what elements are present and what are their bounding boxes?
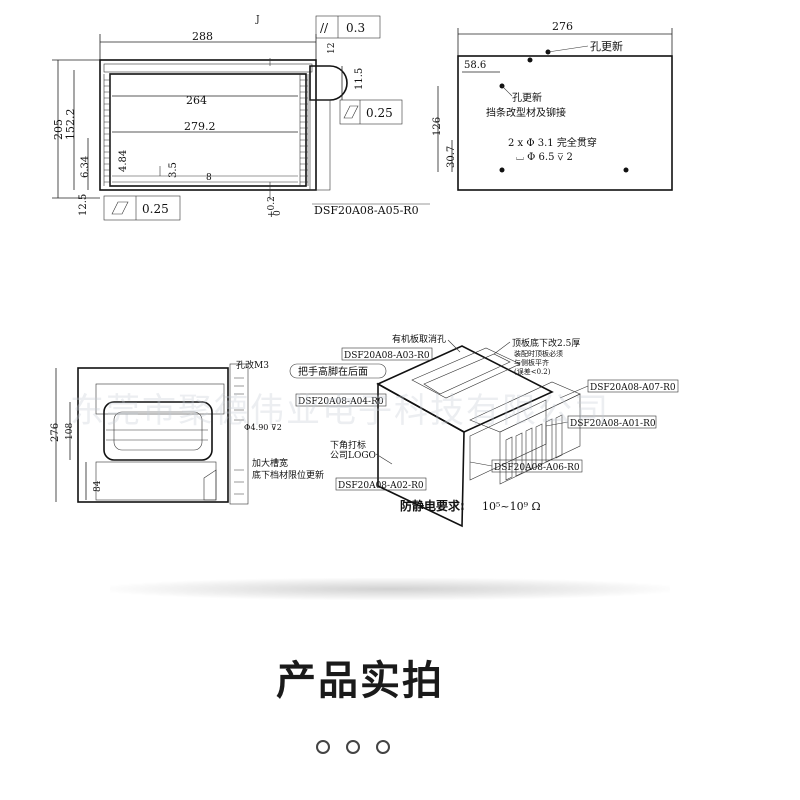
note-assembly-1: 装配时顶板必须 <box>514 349 563 358</box>
carousel-dot-1[interactable] <box>316 740 330 754</box>
isometric-view: 有机板取消孔 顶板底下改2.5厚 DSF20A08-A03-R0 把手高脚在后面… <box>289 333 679 528</box>
dim-4-90: Φ4.90 ⊽2 <box>244 423 282 432</box>
dim-84: 84 <box>93 480 103 492</box>
esd-value: 10⁵~10⁹ Ω <box>482 500 541 513</box>
hole-marker-top <box>527 57 533 63</box>
note-remove-hole: 有机板取消孔 <box>392 333 446 345</box>
note-logo-2: 公司LOGO <box>330 450 376 461</box>
note-hole-update: 孔更新 <box>512 91 542 104</box>
flatness-value-right: 0.25 <box>366 106 393 120</box>
esd-label: 防静电要求: <box>400 498 465 513</box>
note-bar-change: 挡条改型材及铆接 <box>486 106 566 119</box>
parallel-value: 0.3 <box>346 21 365 35</box>
side-view: 276 孔更新 58.6 孔更新 挡条改型材及铆接 126 30.7 2 x Φ… <box>432 20 673 191</box>
dim-3-5: 3.5 <box>168 162 179 178</box>
dim-12-5: 12.5 <box>78 194 89 216</box>
note-assembly-3: (误差<0.2) <box>514 367 551 376</box>
part-a03: DSF20A08-A03-R0 <box>344 351 430 361</box>
parallel-tolerance-frame <box>315 15 381 39</box>
parallel-symbol: // <box>320 21 329 35</box>
dim-126: 126 <box>432 117 443 136</box>
dim-205: 205 <box>52 119 65 140</box>
note-top-plate: 顶板底下改2.5厚 <box>512 337 580 349</box>
side-plate <box>457 55 673 191</box>
dim-11-5: 11.5 <box>354 68 365 90</box>
dim-264: 264 <box>186 94 207 107</box>
carousel-dot-3[interactable] <box>376 740 390 754</box>
note-handle: 把手高脚在后面 <box>298 365 368 378</box>
carousel-dot-2[interactable] <box>346 740 360 754</box>
hole-spec: 2 x Φ 3.1 完全贯穿 <box>508 136 597 149</box>
dim-276: 276 <box>552 20 573 33</box>
right-rail-ribs <box>299 74 309 186</box>
front-view: 288 J // 0.3 12 264 279.2 <box>52 15 430 221</box>
part-a02: DSF20A08-A02-R0 <box>338 481 424 491</box>
flatness-frame-bottom <box>103 195 181 221</box>
dim-8: 8 <box>206 173 212 183</box>
side-handle <box>309 65 348 101</box>
dim-6-34: 6.34 <box>80 156 91 178</box>
front-outer-frame <box>99 59 317 191</box>
tol-plus: +0.2 <box>267 196 277 218</box>
section-heading: 产品实拍 <box>276 658 444 704</box>
handle-slot <box>103 401 213 461</box>
note-groove: 加大槽宽 <box>252 457 288 469</box>
note-hole-m3: 孔改M3 <box>236 359 269 371</box>
dim-58-6: 58.6 <box>464 60 486 71</box>
dim-288: 288 <box>192 30 213 43</box>
note-hole-update-top: 孔更新 <box>590 39 623 53</box>
top-view-frame <box>77 367 229 503</box>
note-bottom-limit: 底下档材限位更新 <box>252 469 324 481</box>
counterbore-spec: ⌴ Φ 6.5 ⊽ 2 <box>516 152 573 163</box>
left-rail-ribs <box>103 74 111 186</box>
part-a06: DSF20A08-A06-R0 <box>494 463 580 473</box>
part-a07: DSF20A08-A07-R0 <box>590 383 676 393</box>
dim-12: 12 <box>327 43 337 54</box>
part-a01: DSF20A08-A01-R0 <box>570 419 656 429</box>
dim-152-2: 152.2 <box>64 109 77 141</box>
flatness-value-bottom: 0.25 <box>142 202 169 216</box>
dim-30-7: 30.7 <box>446 146 457 168</box>
part-code-a05: DSF20A08-A05-R0 <box>314 204 419 217</box>
note-logo-1: 下角打标 <box>330 439 366 451</box>
iso-front-plate <box>377 382 465 528</box>
dim-4-84: 4.84 <box>118 150 129 172</box>
flatness-frame-right <box>339 99 403 125</box>
dim-279-2: 279.2 <box>184 120 216 133</box>
note-assembly-2: 与侧板平齐 <box>514 358 549 367</box>
tol-zero: 0 <box>273 210 283 216</box>
divider-shadow <box>110 578 670 600</box>
dim-276-vertical: 276 <box>50 423 61 442</box>
watermark: 东莞市聚德伟业电子科技有限公司 <box>70 391 610 431</box>
dim-108: 108 <box>65 423 75 440</box>
svg-text:J: J <box>255 15 260 25</box>
carousel-dots <box>316 740 390 754</box>
part-a04: DSF20A08-A04-R0 <box>298 397 384 407</box>
bottom-left-view: 孔改M3 276 108 84 Φ4.90 ⊽2 加大槽宽 底下档材限位更新 <box>50 359 324 505</box>
